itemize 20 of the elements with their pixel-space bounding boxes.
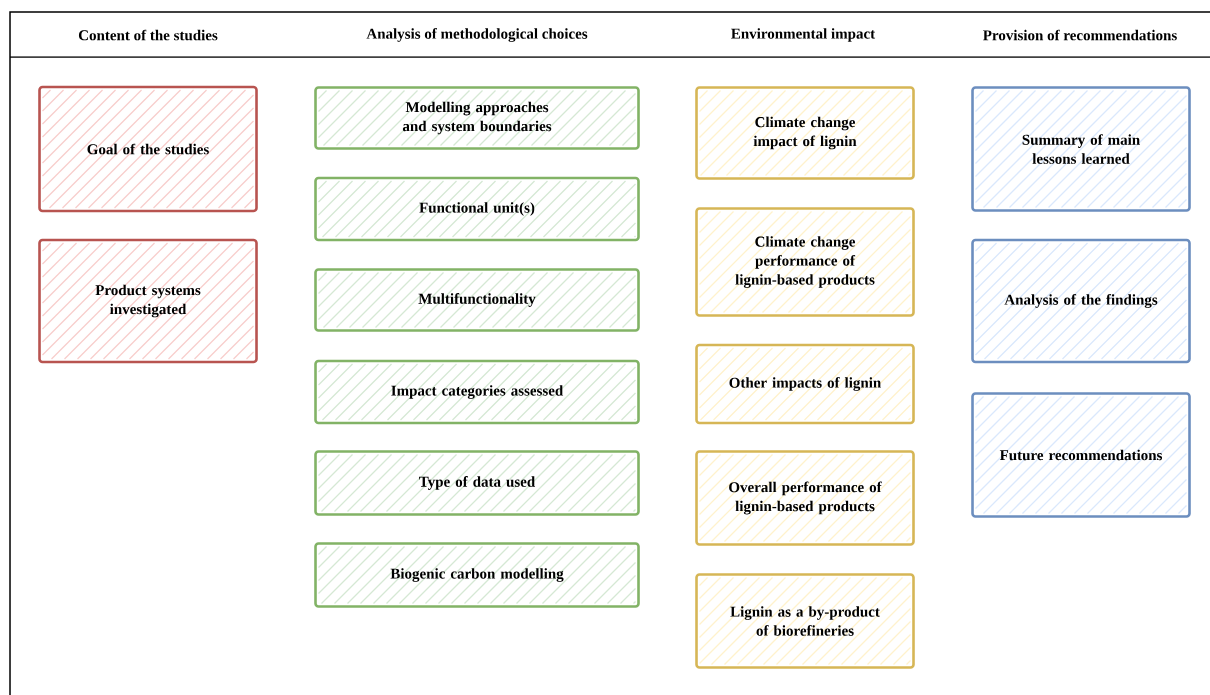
hatched-box: Analysis of the findings [971,238,1191,364]
hatched-box: Goal of the studies [38,85,258,213]
hatched-box: Climate change impact of lignin [695,86,915,180]
hatched-box: Other impacts of lignin [695,343,915,425]
hatched-box: Impact categories assessed [314,359,640,425]
hatched-box: Modelling approaches and system boundaries [314,86,640,150]
column-heading: Analysis of methodological choices [366,28,588,42]
hatched-box: Product systems investigated [38,238,258,364]
hatched-box: Future recommendations [971,392,1191,518]
hatched-box: Summary of main lessons learned [971,86,1191,212]
hatched-box: Type of data used [314,450,640,516]
hatched-box: Biogenic carbon modelling [314,542,640,608]
column-heading: Content of the studies [78,29,218,41]
column-heading: Environmental impact [731,28,876,42]
hatched-box: Functional unit(s) [314,176,640,242]
hatched-box: Multifunctionality [314,268,640,332]
hatched-box: Overall performance of lignin-based products [695,450,915,546]
column-heading: Provision of recommendations [983,29,1177,41]
hatched-box: Lignin as a by-product of biorefineries [695,573,915,669]
hatched-box: Climate change performance of lignin-based products [695,207,915,317]
